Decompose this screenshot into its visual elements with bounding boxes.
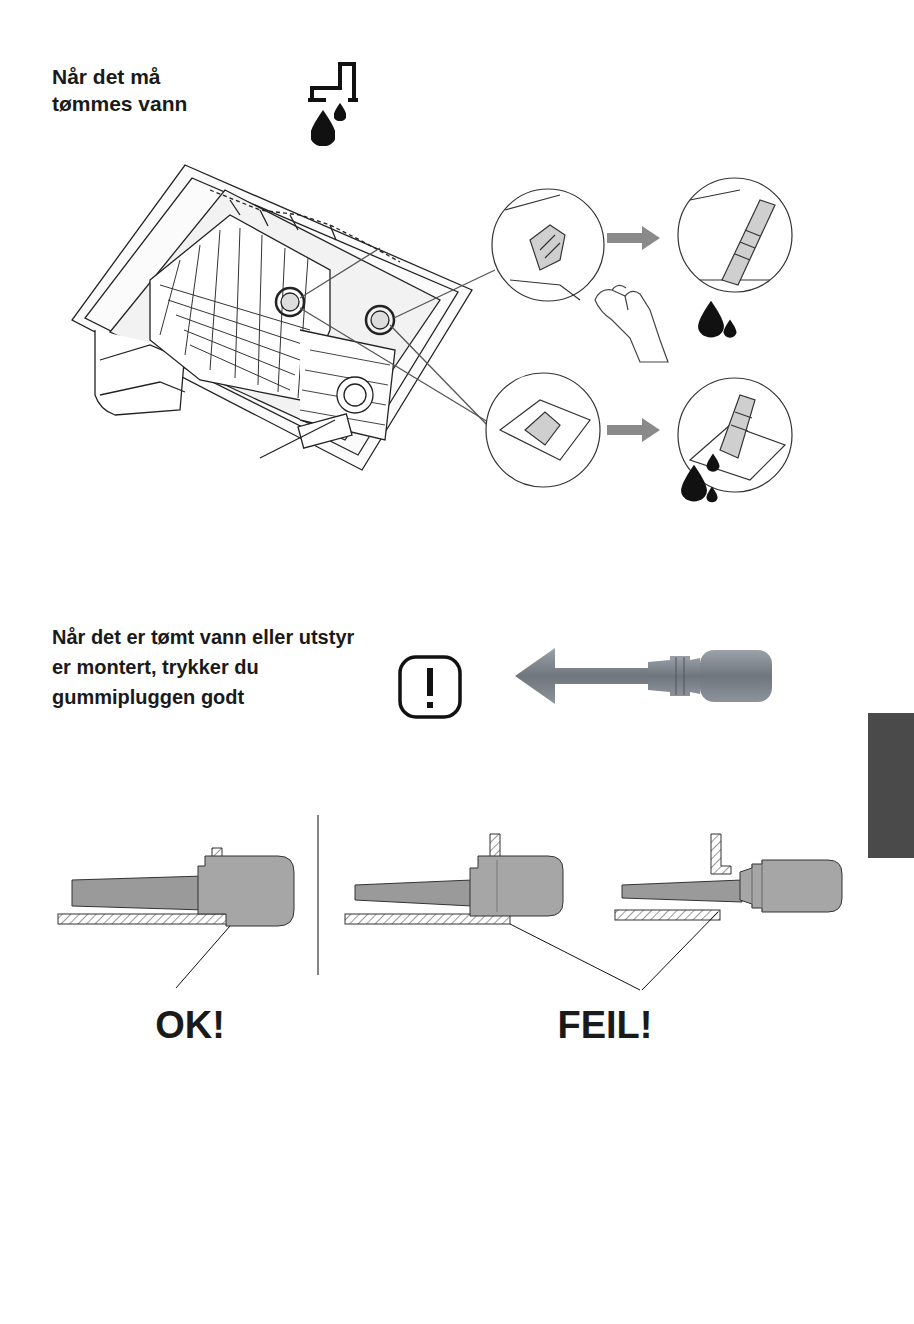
ok-label: OK! <box>90 1002 290 1048</box>
hand <box>595 285 668 362</box>
section-wrong-2 <box>510 834 842 990</box>
section-heading: Når det må tømmes vann <box>52 63 227 117</box>
drain-icon <box>308 64 358 145</box>
cassette-unit <box>72 165 495 470</box>
warning-icon <box>400 657 460 717</box>
divider <box>317 815 318 975</box>
rubber-plug <box>515 648 772 704</box>
water-drops <box>681 301 736 503</box>
section-ok <box>58 848 294 988</box>
side-tab <box>868 713 914 858</box>
instruction-note: Når det er tømt vann eller utstyr er mon… <box>52 622 374 712</box>
wrong-label: FEIL! <box>505 1002 705 1048</box>
section-wrong-1 <box>345 834 563 924</box>
detail-views <box>486 178 792 492</box>
